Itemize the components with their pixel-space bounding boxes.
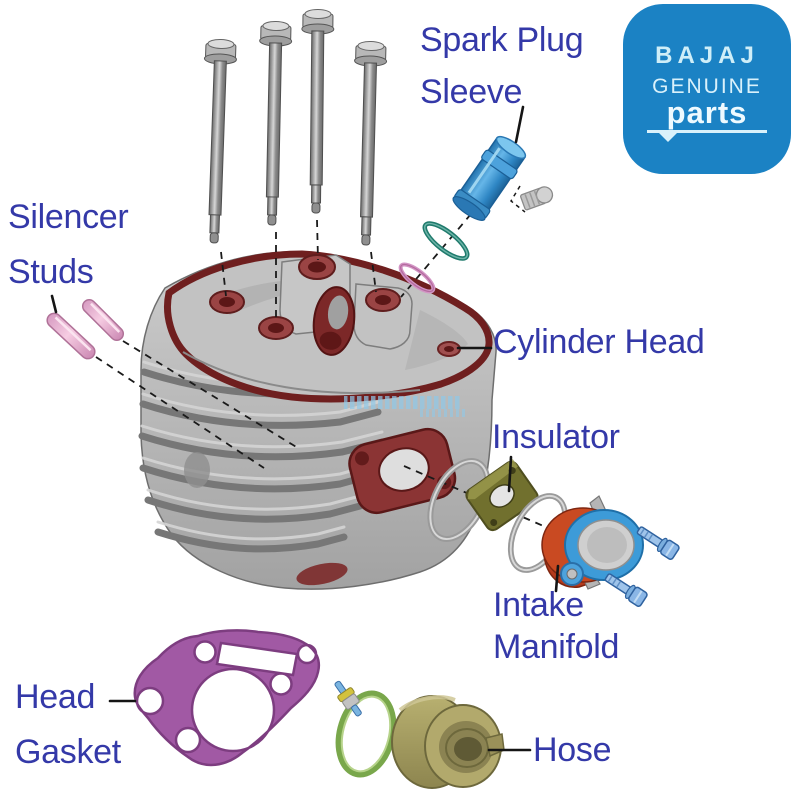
exhaust-port-shadow	[184, 452, 210, 488]
head-bolt-4	[349, 40, 388, 246]
head-bolt-1	[197, 38, 238, 244]
intake-manifold	[541, 495, 644, 590]
bolt-3-dash	[316, 219, 319, 261]
badge-brand-text: BAJAJ	[655, 42, 759, 69]
leader-lines	[50, 105, 560, 752]
clamp-screw	[334, 680, 362, 717]
intake-leader	[554, 564, 560, 593]
label-spark-plug-line2: Sleeve	[420, 73, 523, 111]
cylinder-head	[138, 250, 497, 590]
studs-leader	[50, 294, 58, 314]
badge-parts-text: parts	[666, 95, 748, 130]
label-spark-plug-line1: Spark Plug	[420, 21, 584, 59]
spark-plug-cap	[520, 186, 554, 211]
bolt-4-dash	[370, 251, 377, 293]
badge-underline	[647, 130, 767, 133]
face-edge-line	[182, 351, 421, 395]
silencer-stud-2	[81, 298, 125, 342]
insulator-leader	[507, 455, 513, 493]
o-ring-pink	[398, 262, 436, 294]
combustion-dome	[296, 562, 348, 586]
sleeve-dash	[400, 213, 472, 298]
badge-arrow-icon	[659, 133, 677, 142]
head-bolt-3	[299, 8, 335, 214]
badge-genuine-text: GENUINE	[652, 75, 762, 98]
stud-2-dash	[122, 340, 299, 449]
intake-flange	[348, 427, 457, 515]
hose-clamp	[334, 680, 397, 778]
face-shading-2	[405, 310, 468, 370]
spark-plug-sleeve	[452, 135, 527, 221]
watermark-line-2	[420, 409, 466, 417]
head-bolt-2	[255, 20, 293, 226]
label-head-gasket-line2: Gasket	[15, 733, 121, 771]
label-silencer-line2: Studs	[8, 253, 94, 291]
hose	[391, 695, 505, 789]
label-cylinder-head: Cylinder Head	[493, 323, 705, 361]
bajaj-genuine-parts-badge: BAJAJ GENUINE parts	[623, 4, 791, 174]
cam-cavity	[312, 286, 356, 356]
silencer-stud-1	[46, 312, 96, 360]
label-intake-line1: Intake	[493, 586, 584, 624]
label-head-gasket-line1: Head	[15, 678, 96, 716]
label-insulator: Insulator	[492, 418, 620, 456]
sleeve-leader	[514, 105, 525, 144]
cap-dash	[510, 185, 526, 213]
label-silencer-line1: Silencer	[8, 198, 129, 236]
label-intake-line2: Manifold	[493, 628, 620, 666]
watermark-on-head	[344, 396, 462, 409]
o-ring-teal	[422, 221, 470, 261]
head-gasket	[133, 629, 321, 767]
label-hose: Hose	[533, 731, 612, 769]
